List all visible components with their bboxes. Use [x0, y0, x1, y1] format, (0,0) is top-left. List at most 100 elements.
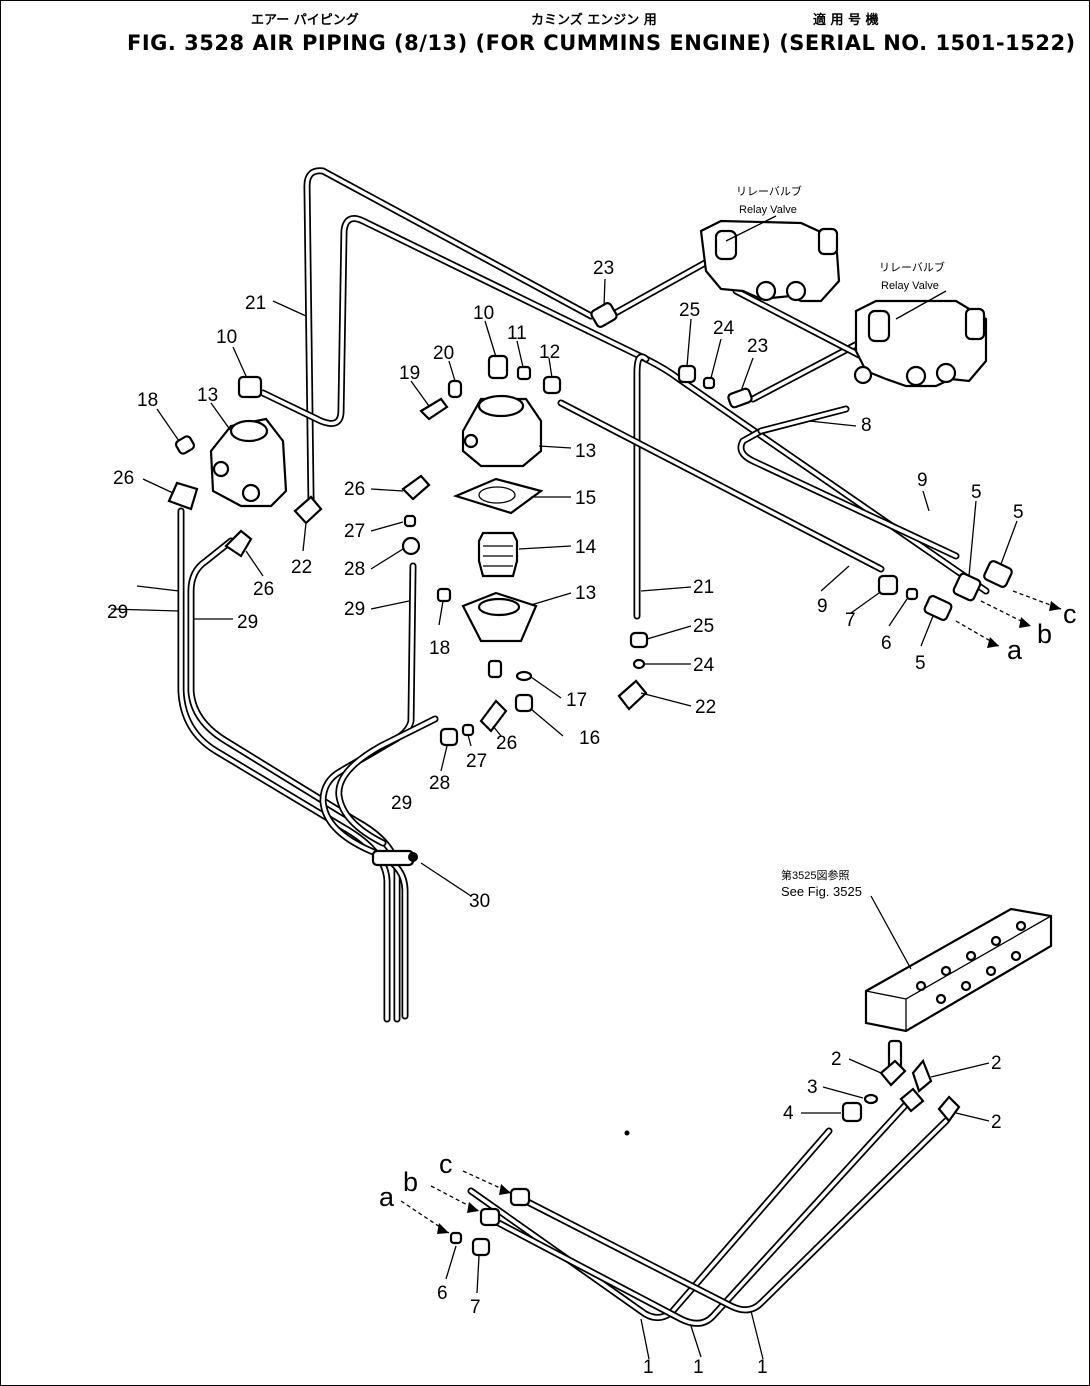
relay-valve-2 [853, 299, 988, 388]
part-label: 29 [237, 612, 258, 633]
part-label: 25 [679, 300, 700, 321]
part-label: 29 [391, 793, 412, 814]
header-jp-2: カミンズ エンジン 用 [531, 13, 657, 28]
relay-valve-jp-1: リレーバルブ [736, 184, 802, 198]
part-label: 18 [429, 638, 450, 659]
connection-arrows [400, 590, 1062, 1234]
part-label: 12 [539, 342, 560, 363]
part-label: 24 [713, 318, 735, 339]
pipe-21-vertical [633, 353, 650, 620]
relay-valve-1 [699, 219, 841, 303]
elbow-22-left [293, 495, 323, 525]
part-label: 1 [643, 1357, 654, 1378]
connection-letter: c [1063, 599, 1077, 629]
diaphragm-14 [477, 531, 519, 578]
part-label: 3 [807, 1077, 818, 1098]
part-label: 6 [881, 633, 892, 654]
header-jp-1: エアー パイピング [251, 13, 359, 28]
part-label: 26 [496, 733, 517, 754]
part-label: 22 [291, 557, 312, 578]
part-label: 6 [437, 1283, 448, 1304]
part-label: 19 [399, 363, 420, 384]
part-label: 11 [507, 323, 527, 344]
part-label: 24 [693, 655, 715, 676]
part-label: 30 [469, 891, 490, 912]
gasket-15 [452, 477, 544, 515]
part-label: 18 [137, 390, 158, 411]
relay-valve-jp-2: リレーバルブ [879, 260, 945, 274]
part-label: 10 [216, 327, 237, 348]
part-label: 25 [693, 616, 714, 637]
pipe-21-inner [259, 215, 990, 595]
part-label: 20 [433, 343, 454, 364]
connection-letter: b [1037, 619, 1052, 649]
part-label: 16 [579, 728, 600, 749]
part-label: 2 [831, 1049, 842, 1070]
part-label: 17 [566, 690, 587, 711]
part-label: 8 [861, 415, 872, 436]
part-label: 23 [593, 258, 614, 279]
part-label: 2 [991, 1112, 1002, 1133]
valve-13-center-top [461, 394, 543, 468]
fittings-lower [449, 1039, 961, 1257]
valve-13-center-bottom [461, 591, 538, 643]
part-label: 15 [575, 488, 596, 509]
part-label: 5 [915, 653, 926, 674]
pipe-1-group [467, 1095, 950, 1327]
pipe-29-bundle [177, 507, 439, 1023]
part-label: 27 [344, 521, 365, 542]
part-label: 4 [783, 1103, 794, 1124]
part-label: 29 [107, 602, 128, 623]
see-fig-jp: 第3525図参照 [781, 868, 849, 882]
part-label: 13 [575, 583, 596, 604]
part-label: 21 [693, 577, 714, 598]
pipe-8 [757, 405, 850, 435]
leader-lines [110, 215, 1018, 1360]
fittings-right [590, 302, 1013, 622]
part-label: 5 [1013, 502, 1024, 523]
connection-letter: a [1007, 635, 1023, 665]
part-label: 10 [473, 303, 494, 324]
connection-letter: b [403, 1167, 418, 1197]
part-label: 13 [197, 385, 218, 406]
part-label: 2 [991, 1053, 1002, 1074]
valve-13-left [209, 417, 288, 508]
see-fig-en: See Fig. 3525 [781, 884, 862, 899]
connection-letter: c [439, 1149, 453, 1179]
manifold-block [864, 907, 1053, 1033]
pipe-9-upper [557, 399, 960, 573]
part-label: 29 [344, 599, 365, 620]
small-fittings-center [401, 354, 649, 747]
part-label: 14 [575, 537, 597, 558]
clip-30 [371, 849, 418, 867]
header-jp-3: 適 用 号 機 [813, 13, 879, 28]
connection-letter: a [379, 1182, 395, 1212]
part-label: 9 [917, 470, 928, 491]
part-label: 28 [344, 559, 365, 580]
part-label: 13 [575, 441, 596, 462]
part-label: 7 [845, 610, 856, 631]
part-label: 21 [245, 293, 266, 314]
part-label: 9 [817, 596, 828, 617]
relay-valve-en-1: Relay Valve [739, 204, 797, 216]
elbow-26-left [167, 481, 199, 511]
part-label: 7 [470, 1297, 481, 1318]
pipe-21-outer [303, 167, 595, 503]
part-label: 5 [971, 482, 982, 503]
relay-valve-en-2: Relay Valve [881, 280, 939, 292]
part-label: 23 [747, 336, 768, 357]
pipe-to-relay-valve [597, 249, 867, 403]
fitting-10-left [237, 375, 263, 399]
part-label: 28 [429, 773, 450, 794]
figure-title: FIG. 3528 AIR PIPING (8/13) (FOR CUMMINS… [127, 31, 1076, 55]
part-label: 26 [344, 479, 365, 500]
part-label: 26 [253, 579, 274, 600]
elbow-26-left-2 [224, 529, 253, 558]
part-label: 26 [113, 468, 134, 489]
part-label: 22 [695, 697, 716, 718]
part-label: 27 [466, 751, 487, 772]
